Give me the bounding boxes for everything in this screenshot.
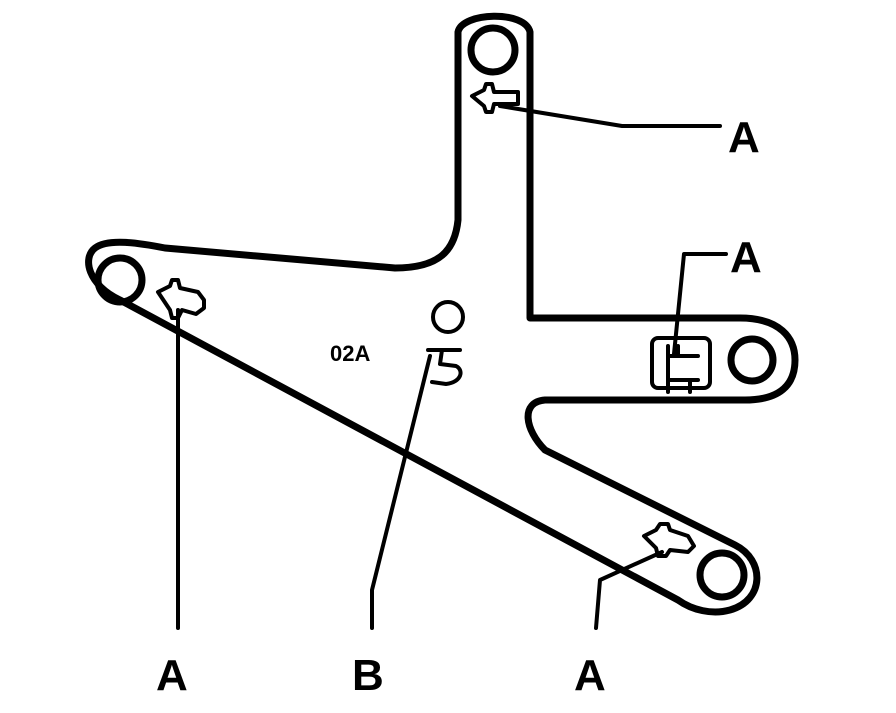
arrow-mark-top [470, 82, 520, 114]
callout-b-bottom-center: B [352, 651, 384, 700]
leader-bottom-center [370, 354, 432, 630]
mount-hole-left [94, 254, 146, 306]
leader-bottom-right [594, 550, 664, 630]
callout-a-bottom-left: A [156, 651, 188, 700]
arrow-mark-bottom-right [642, 522, 696, 558]
part-code-label: 02A [330, 341, 370, 366]
callout-a-top-right: A [728, 113, 760, 162]
side-clip-lines [666, 344, 700, 394]
arrow-mark-left [156, 278, 206, 320]
callout-a-bottom-right: A [574, 651, 606, 700]
mount-hole-bottom-right [696, 549, 748, 601]
leader-top [498, 104, 722, 128]
center-hole [431, 300, 465, 334]
callout-a-mid-right: A [730, 233, 762, 282]
center-mark-b [426, 348, 463, 386]
side-clip-frame [650, 336, 712, 390]
bracket-outline [85, 12, 799, 616]
mount-hole-right [727, 335, 777, 385]
leader-mid-right [672, 252, 728, 356]
mount-hole-top [467, 24, 519, 76]
